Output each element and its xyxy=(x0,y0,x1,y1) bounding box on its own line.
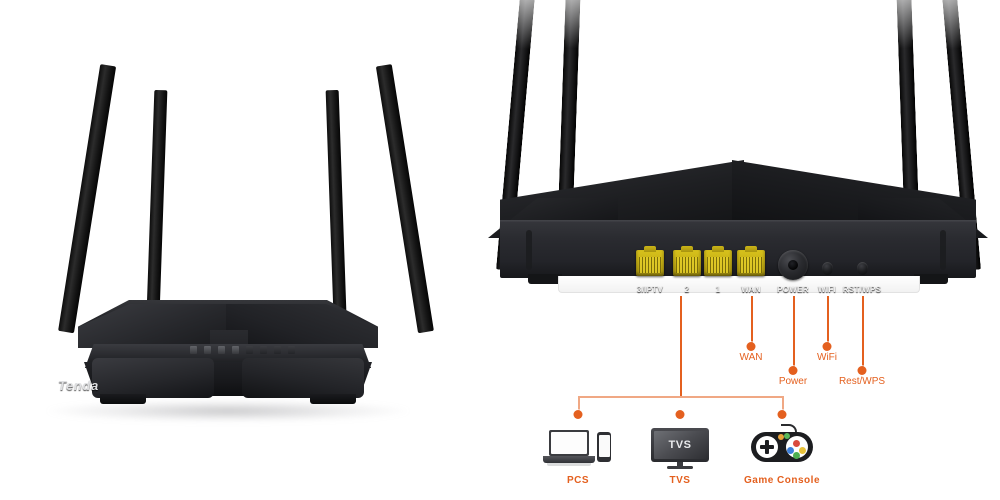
lan-dot-game-console xyxy=(777,410,787,419)
chassis-front-left-pad xyxy=(92,358,214,398)
antenna-front-left-outer xyxy=(58,64,117,334)
antenna-front-right-outer xyxy=(375,64,434,334)
callout-line-power xyxy=(793,296,795,370)
antenna-front-left-inner xyxy=(146,89,168,331)
smartphone-screen xyxy=(598,435,610,457)
rj45-pins xyxy=(740,257,762,273)
led-indicator xyxy=(232,346,239,354)
callout-dot-wifi xyxy=(822,342,832,351)
laptop-foot xyxy=(547,463,591,466)
router-stand-base xyxy=(558,276,920,293)
router-front-chassis xyxy=(78,300,378,408)
device-pcs: PCS xyxy=(543,426,613,486)
device-game-console: Game Console xyxy=(743,424,821,486)
tv-stand-base xyxy=(667,466,693,469)
port-label-lan3-iptv: 3/IPTV xyxy=(636,285,664,294)
laptop-lid xyxy=(549,430,589,456)
vent-slot-left xyxy=(526,230,532,270)
callout-dot-wan xyxy=(746,342,756,351)
brand-logo: Tenda xyxy=(58,378,99,393)
callout-label-wifi: WiFi xyxy=(817,352,837,363)
lan-branch-pcs xyxy=(578,396,580,414)
vent-slot-right xyxy=(940,230,946,270)
device-label-game-console: Game Console xyxy=(743,475,821,486)
port-label-lan1: 1 xyxy=(715,285,721,294)
chassis-foot-left xyxy=(100,394,146,404)
callout-line-wifi xyxy=(827,296,829,346)
callout-dot-power xyxy=(788,366,798,375)
lan-drop-line xyxy=(680,296,682,396)
gamepad-accent-orange xyxy=(778,434,784,440)
port-label-rst-wps: RST/WPS xyxy=(842,285,882,294)
callout-line-rst-wps xyxy=(862,296,864,370)
device-label-tvs: TVS xyxy=(669,475,691,486)
rj45-pins xyxy=(707,257,729,273)
tv-screen-text: TVS xyxy=(668,439,692,451)
led-indicator xyxy=(260,346,267,354)
led-indicator xyxy=(218,346,225,354)
callout-label-power: Power xyxy=(778,376,808,387)
lan-dot-tvs xyxy=(675,410,685,419)
front-view-shadow xyxy=(46,400,410,422)
callout-line-wan xyxy=(751,296,753,346)
device-tvs: TVS TVS xyxy=(651,426,709,486)
television-icon: TVS xyxy=(651,426,709,470)
wifi-button[interactable] xyxy=(822,262,833,275)
gamepad-button-red xyxy=(793,440,800,447)
callout-label-wan: WAN xyxy=(739,352,763,363)
tv-screen: TVS xyxy=(654,431,706,459)
tv-stand-neck xyxy=(677,462,683,467)
port-label-power: POWER xyxy=(777,285,809,294)
gamepad-dpad-vertical xyxy=(765,440,769,454)
gamepad-accent-green xyxy=(784,433,790,439)
rear-foot-right xyxy=(914,274,948,284)
chassis-top-left-facet xyxy=(78,304,230,348)
lan-branch-game-console xyxy=(782,396,784,414)
led-indicator xyxy=(288,346,295,354)
antenna-front-right-inner xyxy=(325,89,347,331)
gamepad-cable xyxy=(781,424,797,438)
tv-frame: TVS xyxy=(651,428,709,462)
smartphone-icon xyxy=(597,432,611,462)
rear-foot-left xyxy=(528,274,562,284)
router-rear-chassis xyxy=(488,160,988,293)
port-label-wan: WAN xyxy=(741,285,761,294)
led-indicator xyxy=(246,346,253,354)
gamepad-button-green xyxy=(793,452,800,459)
laptop-base xyxy=(543,456,595,463)
laptop-screen xyxy=(551,432,587,454)
led-indicator xyxy=(204,346,211,354)
rj45-pins xyxy=(639,257,661,273)
gamepad-body-group xyxy=(751,424,813,462)
gamepad-button-yellow xyxy=(799,447,806,454)
led-indicator xyxy=(190,346,197,354)
lan-bus-line xyxy=(578,396,782,398)
port-lan2[interactable] xyxy=(673,246,701,276)
gamepad-icon xyxy=(751,424,813,470)
rj45-pins xyxy=(676,257,698,273)
chassis-front-right-pad xyxy=(242,358,364,398)
port-label-lan2: 2 xyxy=(684,285,690,294)
port-lan3-iptv[interactable] xyxy=(636,246,664,276)
callout-label-rst-wps: Rest/WPS xyxy=(838,376,886,387)
rst-wps-button[interactable] xyxy=(857,262,868,275)
lan-dot-pcs xyxy=(573,410,583,419)
laptop-phone-icon xyxy=(543,426,613,470)
router-front-view-panel: Tenda xyxy=(0,0,470,500)
callout-dot-rst-wps xyxy=(857,366,867,375)
gamepad-button-blue xyxy=(787,447,794,454)
port-lan1[interactable] xyxy=(704,246,732,276)
device-label-pcs: PCS xyxy=(566,475,590,486)
power-jack[interactable] xyxy=(778,250,808,280)
port-label-wifi: WIFI xyxy=(817,285,837,294)
port-wan[interactable] xyxy=(737,246,765,276)
chassis-top-right-facet xyxy=(226,304,378,348)
led-indicator-row xyxy=(190,344,310,356)
chassis-foot-right xyxy=(310,394,356,404)
led-indicator xyxy=(274,346,281,354)
